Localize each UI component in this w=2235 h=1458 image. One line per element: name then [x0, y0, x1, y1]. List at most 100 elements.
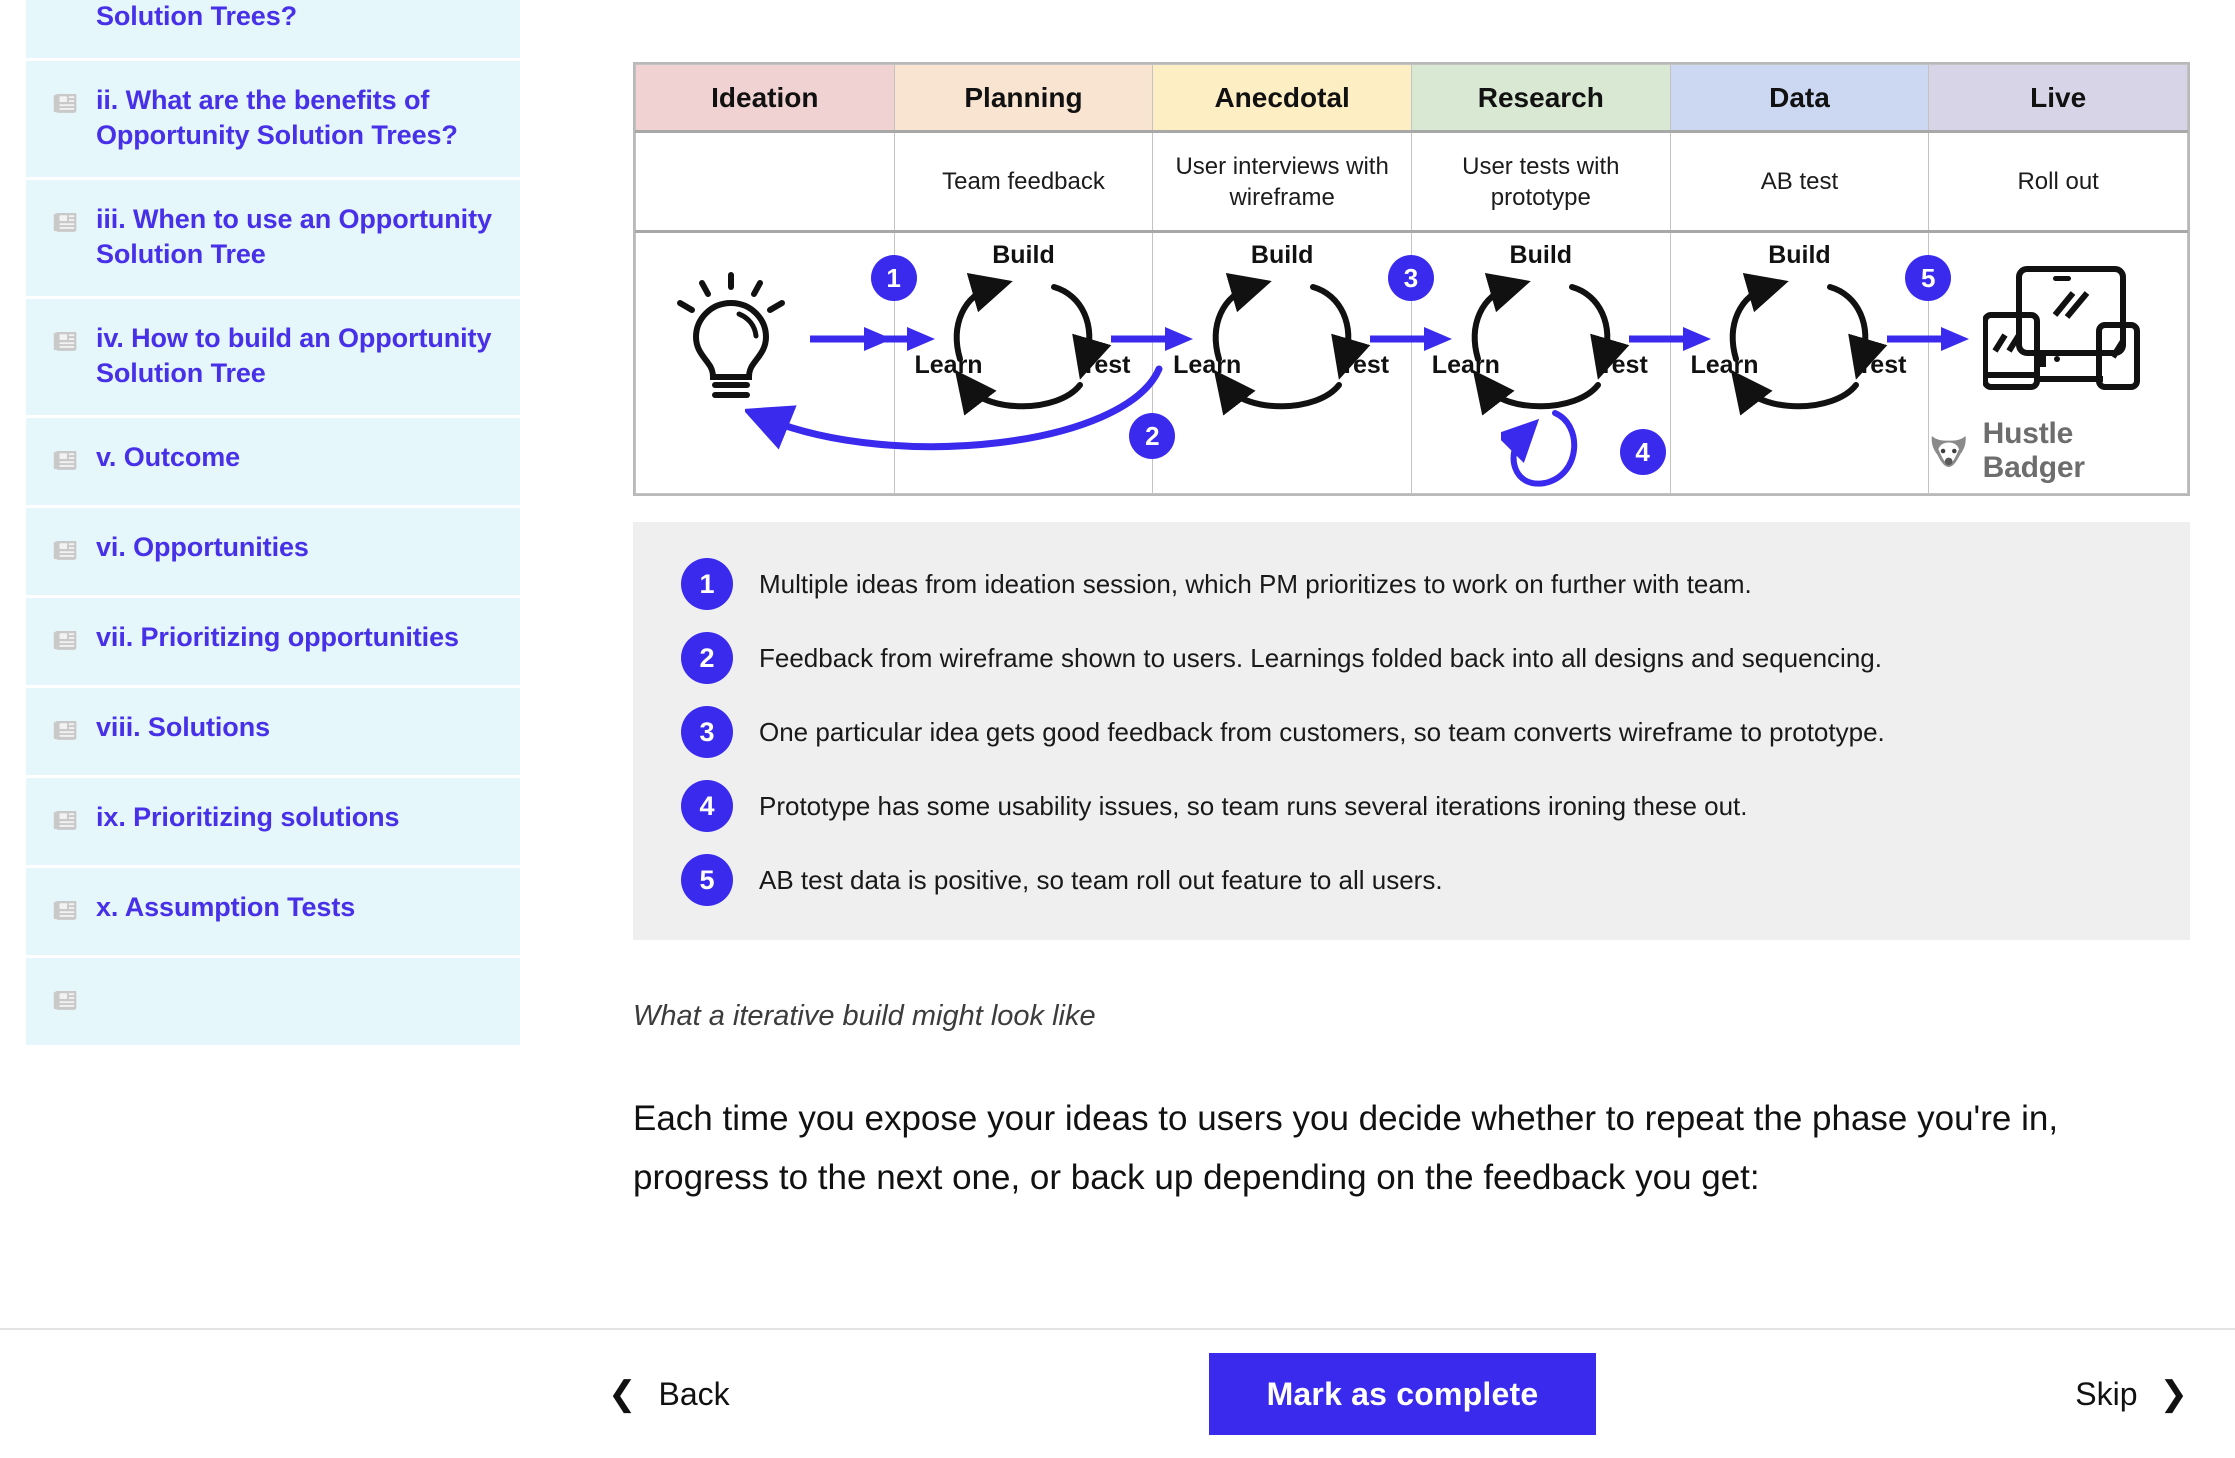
- legend-text: One particular idea gets good feedback f…: [759, 717, 1885, 747]
- phase-header-research: Research: [1410, 64, 1671, 133]
- loop-label-build: Build: [1250, 241, 1314, 269]
- loop-label-test: Test: [1856, 351, 1907, 379]
- article-icon: [50, 716, 80, 751]
- lesson-nav-bar: ❮ Back Mark as complete Skip ❯: [0, 1328, 2235, 1458]
- lightbulb-icon: [672, 267, 790, 412]
- loop-label-test: Test: [1339, 351, 1390, 379]
- cell-ideation: 1: [635, 231, 917, 494]
- brand-name: Hustle Badger: [1982, 417, 2085, 484]
- step-badge-5: 5: [1905, 255, 1952, 301]
- skip-label: Skip: [2075, 1375, 2138, 1412]
- legend-badge: 3: [681, 706, 733, 758]
- chevron-right-icon: ❯: [2159, 1375, 2189, 1413]
- legend-text: Feedback from wireframe shown to users. …: [759, 643, 1882, 673]
- sidebar-item-5[interactable]: v. Outcome: [26, 418, 520, 508]
- legend-badge: 1: [681, 558, 733, 610]
- activity-live: Roll out: [1928, 131, 2188, 233]
- sidebar-item-label: vi. Opportunities: [96, 532, 309, 562]
- legend-text: Prototype has some usability issues, so …: [759, 791, 1748, 821]
- sidebar-item-3[interactable]: iii. When to use an Opportunity Solution…: [26, 180, 520, 299]
- sidebar-item-label: ii. What are the benefits of Opportunity…: [96, 85, 458, 150]
- back-button[interactable]: ❮ Back: [608, 1376, 730, 1413]
- article-icon: [50, 327, 80, 362]
- cell-live: Hustle Badger: [1887, 231, 2188, 494]
- article-icon: [50, 896, 80, 931]
- badger-icon: [1931, 435, 1967, 467]
- legend-badge: 2: [681, 632, 733, 684]
- course-sidebar[interactable]: i. What are Opportunity Solution Trees? i…: [0, 0, 520, 1458]
- repeat-loop-icon: [1500, 410, 1577, 487]
- list-item: 4 Prototype has some usability issues, s…: [681, 780, 2190, 832]
- article-icon: [50, 446, 80, 481]
- flow-arrow-icon: [852, 327, 935, 351]
- lesson-content: Ideation Planning Anecdotal Research Dat…: [520, 0, 2235, 1458]
- sidebar-item-label: vii. Prioritizing opportunities: [96, 622, 459, 652]
- sidebar-item-label: x. Assumption Tests: [96, 892, 356, 922]
- sidebar-item-9[interactable]: ix. Prioritizing solutions: [26, 778, 520, 868]
- legend-badge: 4: [681, 780, 733, 832]
- phase-header-planning: Planning: [893, 64, 1154, 133]
- article-icon: [50, 626, 80, 661]
- sidebar-item-label: iii. When to use an Opportunity Solution…: [96, 204, 492, 269]
- table-header-row: Ideation Planning Anecdotal Research Dat…: [635, 64, 2188, 133]
- legend-text: AB test data is positive, so team roll o…: [759, 865, 1443, 895]
- loop-label-test: Test: [1598, 351, 1648, 379]
- step-badge-4: 4: [1619, 429, 1666, 475]
- mark-as-complete-button[interactable]: Mark as complete: [1208, 1353, 1597, 1435]
- sidebar-item-label: i. What are Opportunity Solution Trees?: [96, 1, 298, 31]
- list-item: 1 Multiple ideas from ideation session, …: [681, 558, 2190, 610]
- activity-anecdotal: User interviews with wireframe: [1152, 131, 1412, 233]
- article-icon: [50, 536, 80, 571]
- sidebar-item-4[interactable]: iv. How to build an Opportunity Solution…: [26, 299, 520, 418]
- phase-header-anecdotal: Anecdotal: [1152, 64, 1412, 133]
- article-icon: [50, 208, 80, 243]
- flow-arrow-icon: [1887, 327, 1970, 351]
- loop-label-build: Build: [1768, 241, 1831, 269]
- body-paragraph: Each time you expose your ideas to users…: [633, 1099, 2059, 1197]
- article-icon: [50, 986, 80, 1021]
- sidebar-item-11[interactable]: [26, 958, 520, 1048]
- sidebar-item-label: viii. Solutions: [96, 712, 271, 742]
- list-item: 5 AB test data is positive, so team roll…: [681, 854, 2190, 906]
- sidebar-item-6[interactable]: vi. Opportunities: [26, 508, 520, 598]
- sidebar-list: i. What are Opportunity Solution Trees? i…: [26, 0, 520, 1048]
- step-badge-3: 3: [1387, 255, 1434, 301]
- phase-header-live: Live: [1928, 64, 2188, 133]
- step-badge-2: 2: [1129, 413, 1176, 459]
- activity-research: User tests with prototype: [1410, 131, 1671, 233]
- flow-arrow-icon: [1369, 327, 1452, 351]
- list-item: 2 Feedback from wireframe shown to users…: [681, 632, 2190, 684]
- article-icon: [50, 806, 80, 841]
- legend-badge: 5: [681, 854, 733, 906]
- sidebar-item-8[interactable]: viii. Solutions: [26, 688, 520, 778]
- loop-label-learn: Learn: [1431, 351, 1500, 379]
- list-item: 3 One particular idea gets good feedback…: [681, 706, 2190, 758]
- activity-data: AB test: [1669, 131, 1930, 233]
- sidebar-item-1[interactable]: i. What are Opportunity Solution Trees?: [26, 0, 520, 61]
- phase-table: Ideation Planning Anecdotal Research Dat…: [635, 64, 2188, 494]
- sidebar-item-7[interactable]: vii. Prioritizing opportunities: [26, 598, 520, 688]
- phase-header-data: Data: [1669, 64, 1930, 133]
- sidebar-item-label: v. Outcome: [96, 442, 241, 472]
- activity-ideation: [635, 131, 895, 233]
- flow-arrow-icon: [1111, 327, 1194, 351]
- back-label: Back: [658, 1375, 730, 1412]
- skip-button[interactable]: Skip ❯: [2075, 1376, 2188, 1413]
- loop-label-build: Build: [1509, 241, 1573, 269]
- hustle-badger-logo: Hustle Badger: [1929, 417, 2171, 485]
- loop-label-build: Build: [992, 241, 1055, 269]
- sidebar-item-2[interactable]: ii. What are the benefits of Opportunity…: [26, 61, 520, 180]
- iterative-build-diagram: Ideation Planning Anecdotal Research Dat…: [633, 62, 2190, 496]
- figure-caption: What a iterative build might look like: [633, 1000, 1096, 1032]
- diagram-legend: 1 Multiple ideas from ideation session, …: [633, 522, 2190, 940]
- loop-label-learn: Learn: [914, 351, 983, 379]
- sidebar-item-10[interactable]: x. Assumption Tests: [26, 868, 520, 958]
